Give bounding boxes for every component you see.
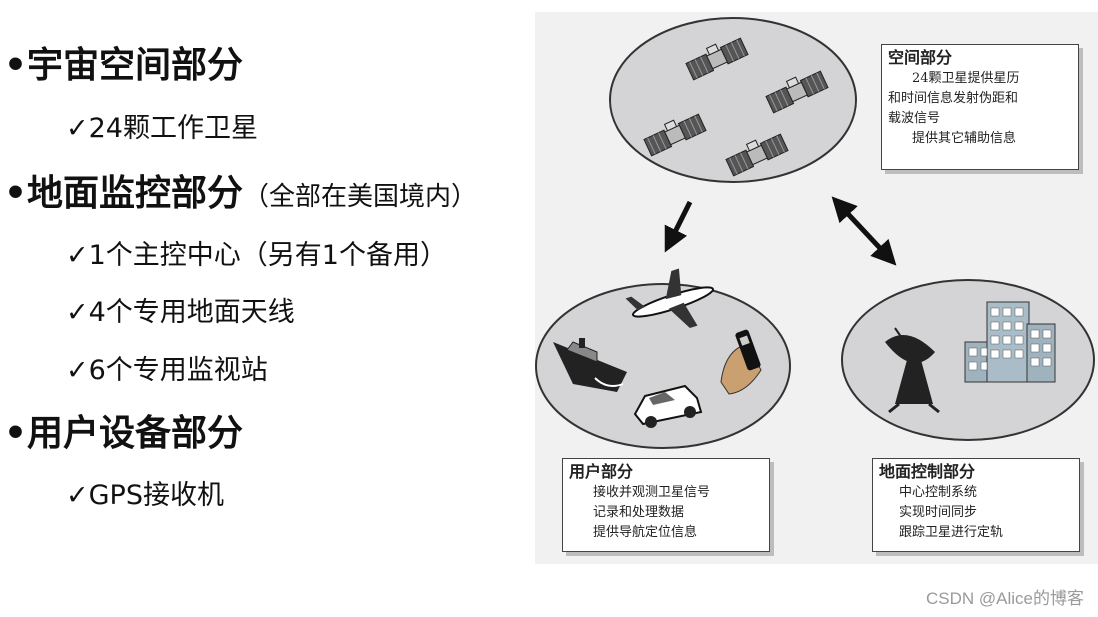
ground-item-antennas: ✓4个专用地面天线 xyxy=(66,295,295,331)
ground-item-master-control: ✓1个主控中心（另有1个备用） xyxy=(66,238,447,274)
section-title: 用户设备部分 xyxy=(27,413,243,454)
user-box-line: 接收并观测卫星信号 xyxy=(569,483,763,503)
outline-text: •宇宙空间部分 ✓24颗工作卫星 •地面监控部分（全部在美国境内） ✓1个主控中… xyxy=(0,0,535,617)
ground-box-line: 跟踪卫星进行定轨 xyxy=(879,523,1073,543)
space-item-satellites: ✓24颗工作卫星 xyxy=(66,111,258,147)
watermark: CSDN @Alice的博客 xyxy=(926,584,1084,609)
section-space-heading: •宇宙空间部分 xyxy=(4,44,243,88)
bullet: • xyxy=(4,45,27,86)
user-box-line: 记录和处理数据 xyxy=(569,503,763,523)
ground-info-box: 地面控制部分 中心控制系统 实现时间同步 跟踪卫星进行定轨 xyxy=(872,458,1080,552)
ground-box-title: 地面控制部分 xyxy=(879,461,1073,483)
space-box-line: 24颗卫星提供星历 xyxy=(888,69,1072,89)
section-note: （全部在美国境内） xyxy=(243,182,477,212)
space-box-line: 和时间信息发射伪距和 xyxy=(888,89,1072,109)
bullet: • xyxy=(4,413,27,454)
arrow-space-to-user xyxy=(667,202,690,248)
user-box-title: 用户部分 xyxy=(569,461,763,483)
user-item-gps-receiver: ✓GPS接收机 xyxy=(66,478,224,514)
user-box-line: 提供导航定位信息 xyxy=(569,523,763,543)
user-info-box: 用户部分 接收并观测卫星信号 记录和处理数据 提供导航定位信息 xyxy=(562,458,770,552)
section-title: 地面监控部分 xyxy=(27,173,243,214)
bullet: • xyxy=(4,173,27,214)
ground-box-line: 实现时间同步 xyxy=(879,503,1073,523)
gps-system-diagram: 空间部分 24颗卫星提供星历 和时间信息发射伪距和 载波信号 提供其它辅助信息 … xyxy=(535,12,1098,564)
arrow-space-ground xyxy=(835,200,893,262)
space-box-title: 空间部分 xyxy=(888,47,1072,69)
space-info-box: 空间部分 24颗卫星提供星历 和时间信息发射伪距和 载波信号 提供其它辅助信息 xyxy=(881,44,1079,170)
section-title: 宇宙空间部分 xyxy=(27,45,243,86)
space-box-line: 提供其它辅助信息 xyxy=(888,129,1072,149)
ground-box-line: 中心控制系统 xyxy=(879,483,1073,503)
ground-item-monitor-stations: ✓6个专用监视站 xyxy=(66,353,268,389)
space-box-line: 载波信号 xyxy=(888,109,1072,129)
section-ground-heading: •地面监控部分（全部在美国境内） xyxy=(4,172,477,219)
section-user-heading: •用户设备部分 xyxy=(4,412,243,456)
